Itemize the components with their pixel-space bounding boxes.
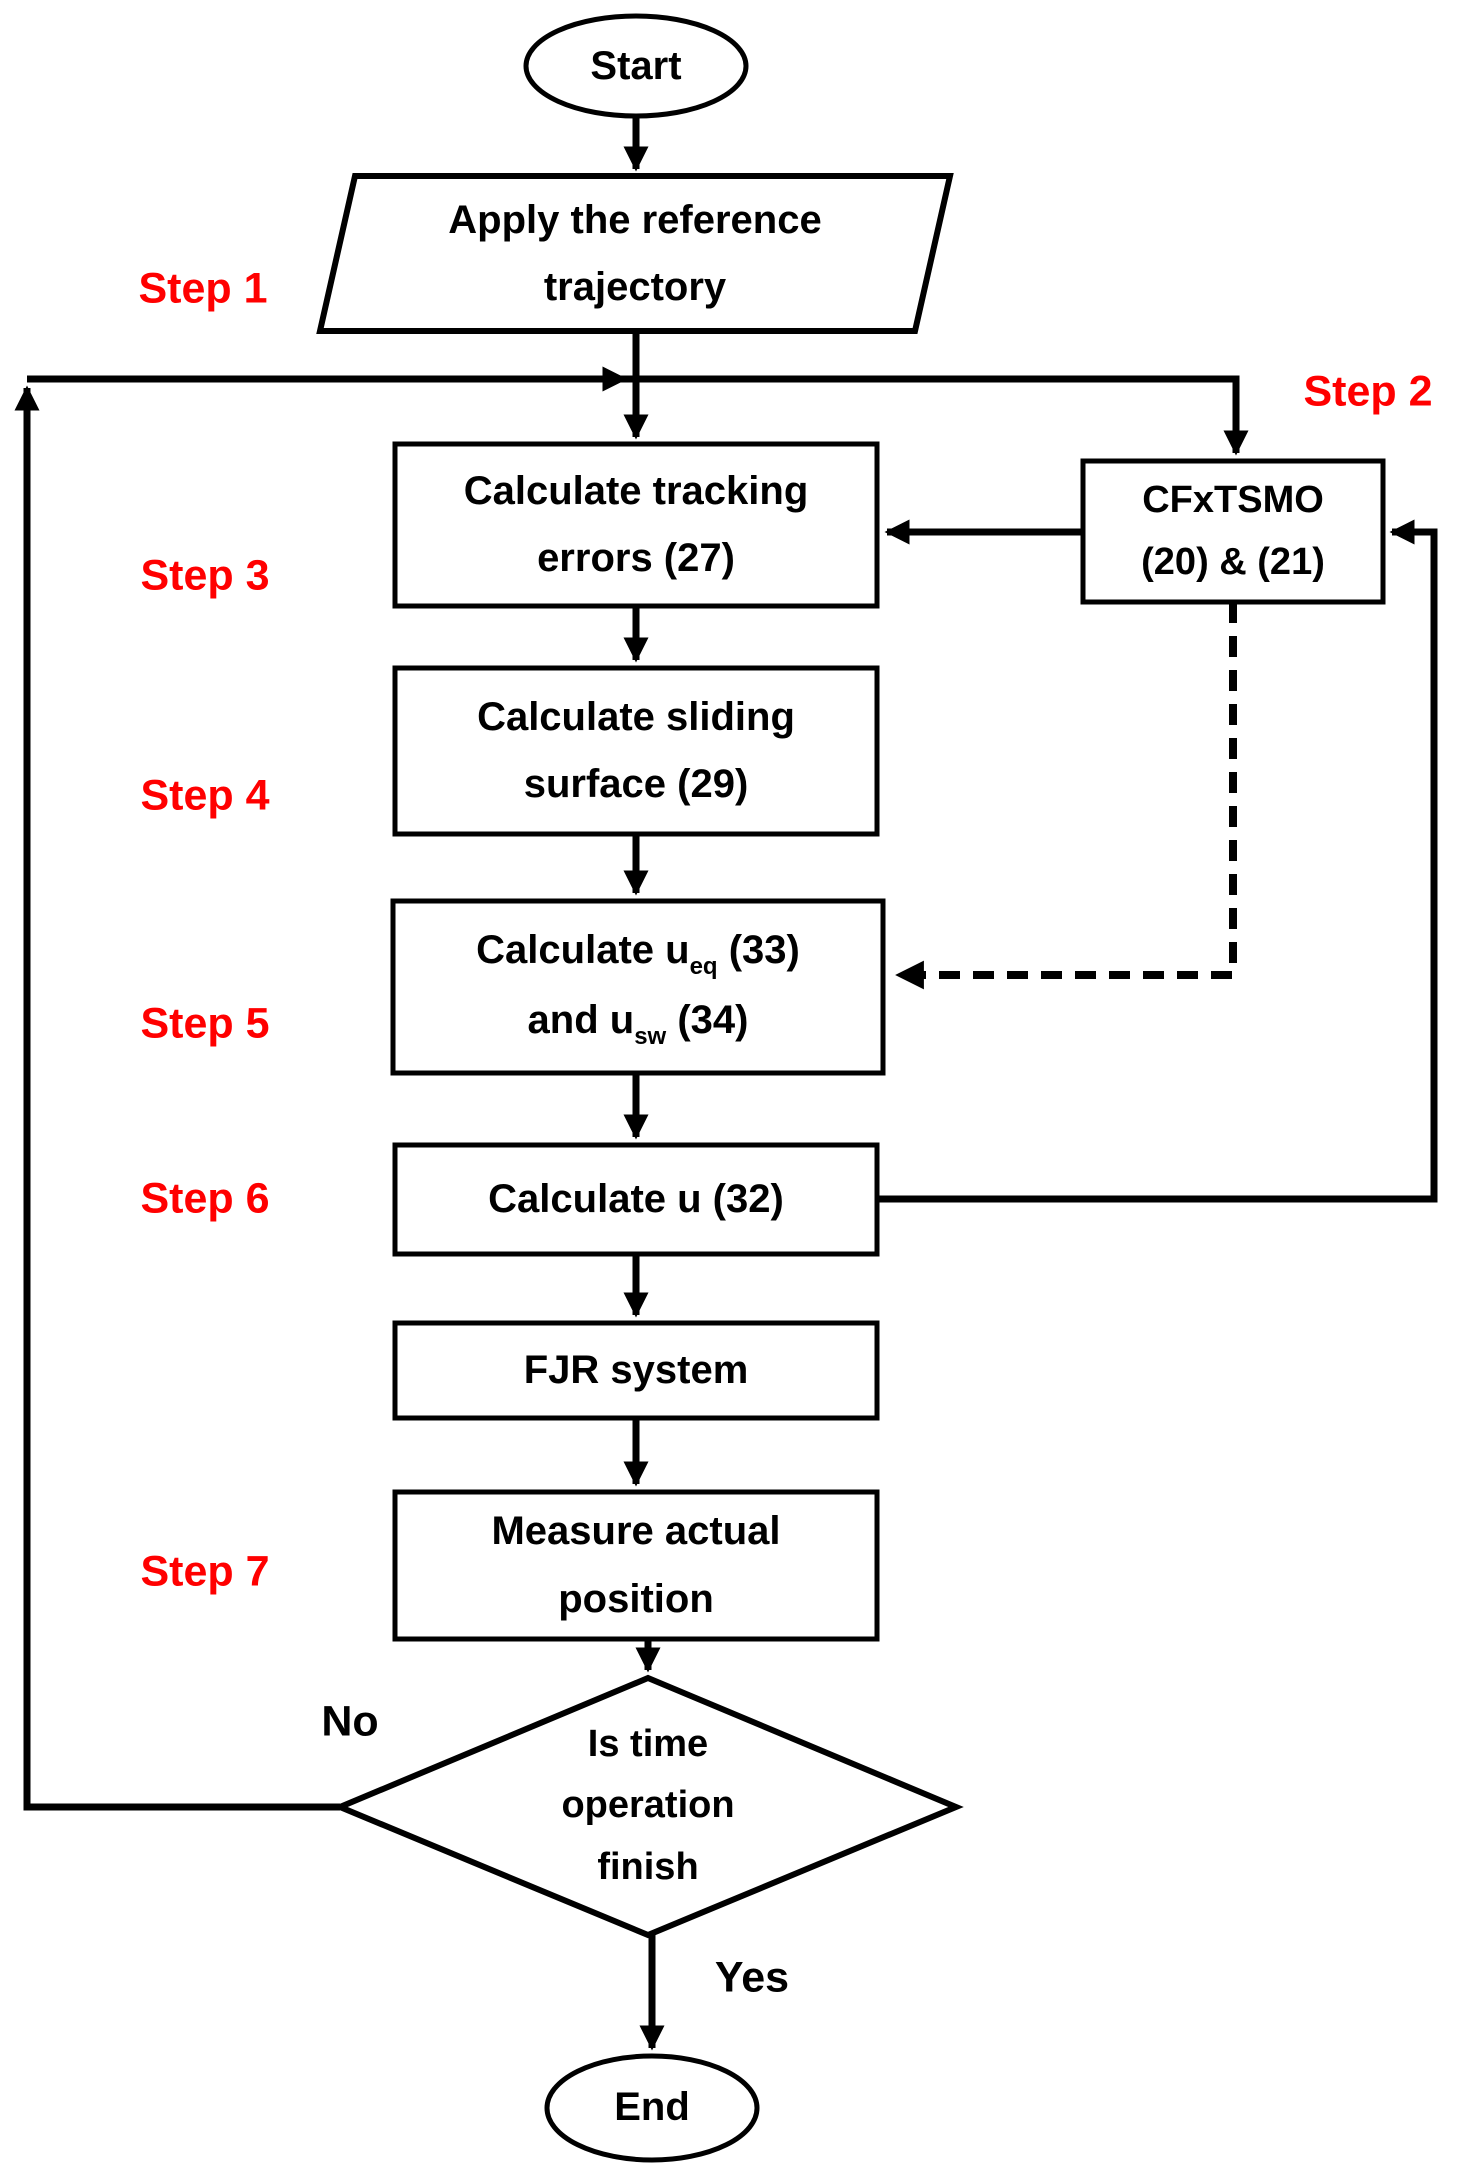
apply-label-line1: Apply the reference [448,197,822,242]
sliding-label-line2: surface (29) [523,762,749,806]
tracking-label-line2: errors (27) [537,536,735,580]
step-5-label: Step 5 [140,999,270,1048]
ueq-process-shape [390,898,886,1076]
fjr-label: FJR system [523,1347,749,1392]
decision-label-line1: Is time [587,1722,709,1765]
apply-label: Apply the reference trajectory [322,178,948,330]
ueq-label-line1: Calculate ueq (33) [476,927,800,980]
tracking-process-shape [392,441,880,609]
measure-label-line2: position [558,1576,714,1621]
decision-label: Is time operation finish [448,1712,848,1900]
usw-subscript: sw [634,1022,667,1050]
sliding-label: Calculate sliding surface (29) [395,668,877,834]
sliding-label-line1: Calculate sliding [477,694,795,739]
end-label: End [614,2085,690,2130]
calcu-process-shape [392,1142,880,1257]
yes-branch-label: Yes [714,1953,790,2002]
decision-label-line3: finish [597,1845,699,1888]
connector-calcu-feedback-to-cfxtsmo [877,519,1438,1203]
connector-no-feedback-left [14,385,340,1811]
calcu-label: Calculate u (32) [488,1176,784,1221]
ueq-label-line2: and usw (34) [527,998,749,1050]
step-7-label: Step 7 [140,1547,270,1596]
cfxtsmo-label-line1: CFxTSMO [1142,478,1324,521]
connector-cfxtsmo-dashed-to-ueq [895,602,1237,990]
apply-label-line2: trajectory [543,265,727,309]
ueq-subscript: eq [689,952,718,980]
step-3-label: Step 3 [140,551,270,600]
sliding-process-shape [392,665,880,837]
no-branch-label: No [321,1697,379,1746]
cfxtsmo-process-shape [1080,458,1386,605]
end-terminator-shape [544,2053,760,2163]
tracking-label: Calculate tracking errors (27) [395,444,877,606]
step-6-label: Step 6 [140,1174,270,1223]
cfxtsmo-label-line2: (20) & (21) [1141,540,1325,583]
apply-io-parallelogram-shape [316,173,954,334]
start-terminator-shape [523,13,749,119]
measure-label: Measure actual position [395,1492,877,1639]
measure-process-shape [392,1489,880,1642]
ueq-label: Calculate ueq (33) and usw (34) [393,901,883,1073]
step-1-label: Step 1 [138,264,268,313]
fjr-process-shape [392,1320,880,1421]
step-2-label: Step 2 [1303,367,1433,416]
start-label: Start [590,44,682,89]
step-4-label: Step 4 [140,771,270,820]
tracking-label-line1: Calculate tracking [463,468,809,513]
cfxtsmo-label: CFxTSMO (20) & (21) [1083,461,1383,602]
decision-label-line2: operation [561,1784,735,1827]
connector-top-line-to-cfxtsmo [27,375,1249,456]
measure-label-line1: Measure actual [491,1509,781,1554]
decision-diamond-shape [332,1674,964,1939]
